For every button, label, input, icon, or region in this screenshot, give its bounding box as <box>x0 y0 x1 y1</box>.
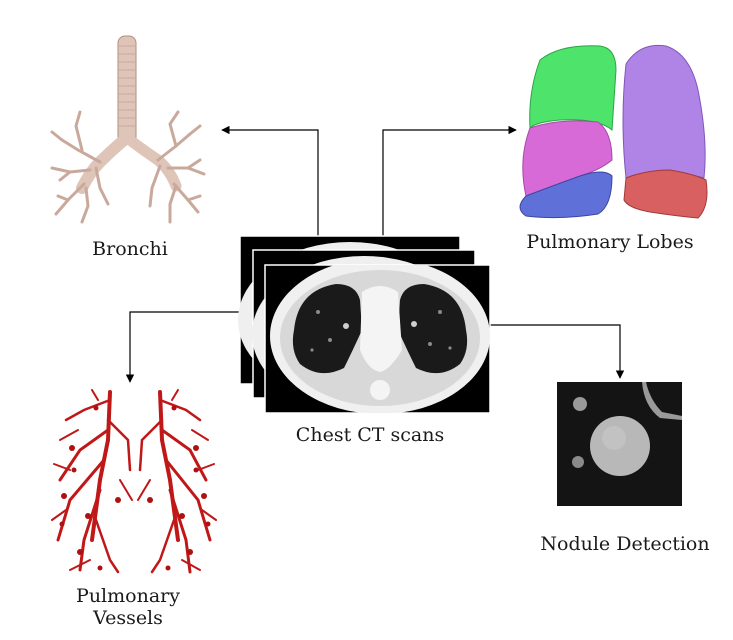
pulmonary-vessels-image <box>51 389 217 574</box>
bronchi-label: Bronchi <box>92 238 168 260</box>
arrow-to-bronchi <box>221 125 319 236</box>
pulmonary-vessels-label-line2: Vessels <box>93 606 163 629</box>
chest-ct-stack <box>238 235 491 414</box>
bronchi-image <box>50 35 206 224</box>
pulmonary-vessels-label: Pulmonary Vessels <box>48 585 208 630</box>
nodule-detection-label: Nodule Detection <box>540 533 710 555</box>
pulmonary-lobes-image <box>519 44 708 219</box>
arrow-to-nodule <box>488 324 625 379</box>
arrow-to-vessels <box>125 311 240 383</box>
pulmonary-vessels-texture <box>59 405 211 571</box>
nodule-image <box>557 382 682 506</box>
pulmonary-vessels-label-line1: Pulmonary <box>76 585 180 607</box>
chest-ct-label: Chest CT scans <box>295 424 445 446</box>
pulmonary-lobes-label: Pulmonary Lobes <box>526 231 694 253</box>
arrow-to-lobes <box>382 125 517 236</box>
arrows <box>125 125 625 383</box>
